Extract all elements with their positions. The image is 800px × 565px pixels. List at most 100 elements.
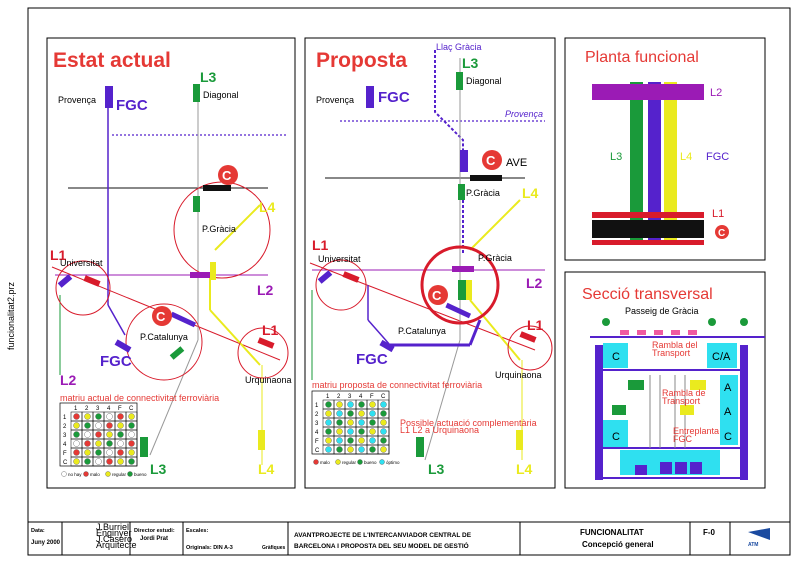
svg-text:L2: L2	[257, 282, 274, 298]
svg-text:P.Catalunya: P.Catalunya	[398, 326, 446, 336]
svg-text:P.Gràcia: P.Gràcia	[466, 188, 500, 198]
c-icon	[715, 225, 729, 239]
matrix-cell-dot	[380, 428, 387, 435]
svg-text:L2: L2	[60, 372, 77, 388]
matrix-cell-dot	[73, 431, 80, 438]
matrix-header: 2	[85, 406, 89, 412]
matrix-cell-dot	[73, 458, 80, 465]
svg-text:FGC: FGC	[356, 351, 388, 368]
matrix-cell-dot	[84, 422, 91, 429]
svg-text:Universitat: Universitat	[318, 254, 361, 264]
svg-text:C: C	[156, 309, 166, 324]
matrix-cell-dot	[106, 431, 113, 438]
svg-text:L1: L1	[312, 237, 329, 253]
c-icon	[428, 285, 448, 305]
matrix-cell-dot	[347, 410, 354, 417]
svg-text:L4: L4	[516, 461, 533, 477]
matrix-cell-dot	[336, 419, 343, 426]
matrix-row-label: 1	[63, 415, 67, 421]
svg-text:L1: L1	[262, 322, 279, 338]
legend-label: bueno	[134, 472, 147, 477]
matrix-cell-dot	[117, 440, 124, 447]
c-icon	[218, 165, 238, 185]
svg-text:L4: L4	[680, 151, 692, 163]
c-icon	[482, 150, 502, 170]
svg-text:C: C	[486, 153, 496, 168]
svg-text:Juny 2000: Juny 2000	[31, 540, 61, 546]
matrix-cell-dot	[84, 431, 91, 438]
matrix-cell-dot	[128, 431, 135, 438]
svg-text:Diagonal: Diagonal	[466, 76, 502, 86]
svg-text:FGC: FGC	[100, 353, 132, 370]
svg-text:L3: L3	[610, 151, 622, 163]
matrix-row-label: 2	[315, 412, 319, 418]
svg-text:L1: L1	[50, 247, 67, 263]
matrix-cell-dot	[73, 422, 80, 429]
side-label: funcionalitat2.prz	[6, 281, 16, 350]
title-block: Data: Juny 2000 J.Burriel Enginyer J.Cas…	[28, 521, 790, 555]
panel-seccio-transversal: Secció transversal Passeig de Gràcia	[564, 271, 766, 489]
svg-text:ATM: ATM	[748, 542, 758, 548]
svg-text:Universitat: Universitat	[60, 258, 103, 268]
matrix-cell-dot	[347, 419, 354, 426]
matrix-row-label: F	[315, 439, 319, 445]
matrix-cell-dot	[369, 437, 376, 444]
svg-text:L1: L1	[527, 317, 544, 333]
svg-text:P.Gràcia: P.Gràcia	[202, 224, 236, 234]
matrix-cell-dot	[325, 437, 332, 444]
svg-text:Gràfiques: Gràfiques	[262, 545, 286, 551]
matrix-cell-dot	[369, 410, 376, 417]
matrix-cell-dot	[336, 446, 343, 453]
matrix-cell-dot	[358, 410, 365, 417]
matrix-row-label: 1	[315, 403, 319, 409]
svg-text:L1: L1	[712, 208, 724, 220]
panel2-title: Proposta	[316, 49, 407, 72]
svg-text:J.Casero: J.Casero	[96, 534, 132, 544]
legend-label: óptimo	[386, 460, 400, 465]
panel-proposta: Proposta	[304, 37, 556, 489]
svg-text:L3: L3	[462, 55, 479, 71]
matrix-cell-dot	[95, 413, 102, 420]
svg-text:Arquitecte: Arquitecte	[96, 540, 137, 550]
svg-text:Llaç Gràcia: Llaç Gràcia	[436, 42, 482, 52]
svg-text:C: C	[612, 431, 620, 443]
matrix-cell-dot	[358, 437, 365, 444]
legend-dot	[335, 459, 341, 465]
svg-text:Originals: DIN A-3: Originals: DIN A-3	[186, 545, 233, 551]
matrix-cell-dot	[73, 440, 80, 447]
matrix-cell-dot	[95, 431, 102, 438]
svg-text:P.Gràcia: P.Gràcia	[478, 253, 512, 263]
legend-dot	[313, 459, 319, 465]
svg-text:Escales:: Escales:	[186, 528, 208, 534]
svg-text:Entreplanta: Entreplanta	[673, 426, 719, 436]
matrix-cell-dot	[325, 446, 332, 453]
matrix-cell-dot	[325, 410, 332, 417]
legend-dot	[379, 459, 385, 465]
svg-text:C: C	[222, 168, 232, 183]
matrix-cell-dot	[369, 419, 376, 426]
matrix-cell-dot	[128, 458, 135, 465]
matrix-cell-dot	[95, 458, 102, 465]
legend-dot	[83, 471, 89, 477]
matrix-cell-dot	[84, 440, 91, 447]
matrix-cell-dot	[73, 449, 80, 456]
svg-text:matriu proposta de connectivit: matriu proposta de connectivitat ferrovi…	[312, 380, 482, 390]
matrix-cell-dot	[380, 401, 387, 408]
svg-text:L1 L2 a Urquinaona: L1 L2 a Urquinaona	[400, 425, 479, 435]
matrix-header: 4	[107, 406, 111, 412]
matrix-cell-dot	[380, 419, 387, 426]
matrix-cell-dot	[380, 437, 387, 444]
matrix-header: 4	[359, 394, 363, 400]
matrix-cell-dot	[336, 437, 343, 444]
matrix-cell-dot	[84, 449, 91, 456]
svg-text:Urquinaona: Urquinaona	[245, 375, 292, 385]
svg-text:AVANTPROJECTE DE L'INTERCANVIA: AVANTPROJECTE DE L'INTERCANVIADOR CENTRA…	[294, 532, 472, 539]
atm-logo: ATM	[748, 528, 770, 548]
matrix-row-label: F	[63, 451, 67, 457]
matrix-header: 3	[348, 394, 352, 400]
matrix-row-label: 3	[315, 421, 319, 427]
svg-text:C: C	[612, 351, 620, 363]
panel1-title: Estat actual	[53, 49, 171, 72]
